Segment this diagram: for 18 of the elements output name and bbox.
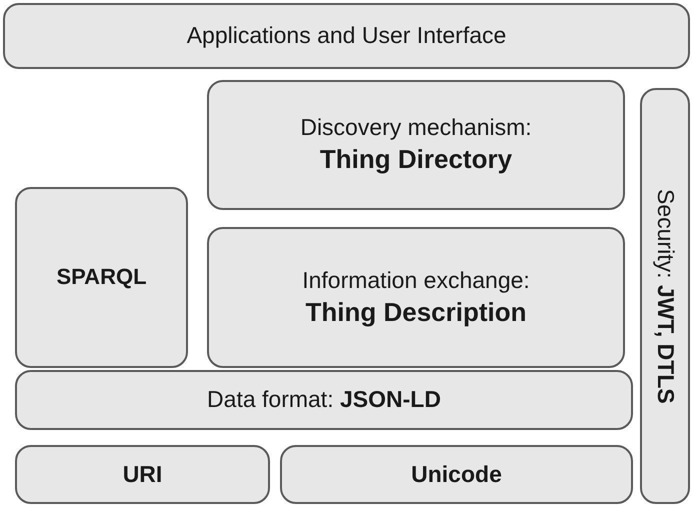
layer-box <box>15 187 188 368</box>
layer-label: Security: JWT, DTLS <box>652 188 680 404</box>
layer-label: URI <box>122 460 162 489</box>
layer-label: Data format: JSON-LD <box>207 385 441 414</box>
layer-label: Thing Description <box>306 296 526 329</box>
layer-box <box>640 88 690 504</box>
layer-label: Thing Directory <box>320 143 512 176</box>
layer-label: Applications and User Interface <box>186 21 506 50</box>
layer-box <box>207 80 625 210</box>
layer-box <box>280 445 633 504</box>
layer-box <box>15 370 633 430</box>
layer-box <box>3 3 690 69</box>
layer-label: SPARQL <box>56 263 147 292</box>
layer-label: Unicode <box>411 460 502 489</box>
layer-box <box>15 445 270 504</box>
layer-box <box>207 227 625 368</box>
layer-heading: Discovery mechanism: <box>300 113 532 142</box>
layer-heading: Information exchange: <box>302 266 530 295</box>
